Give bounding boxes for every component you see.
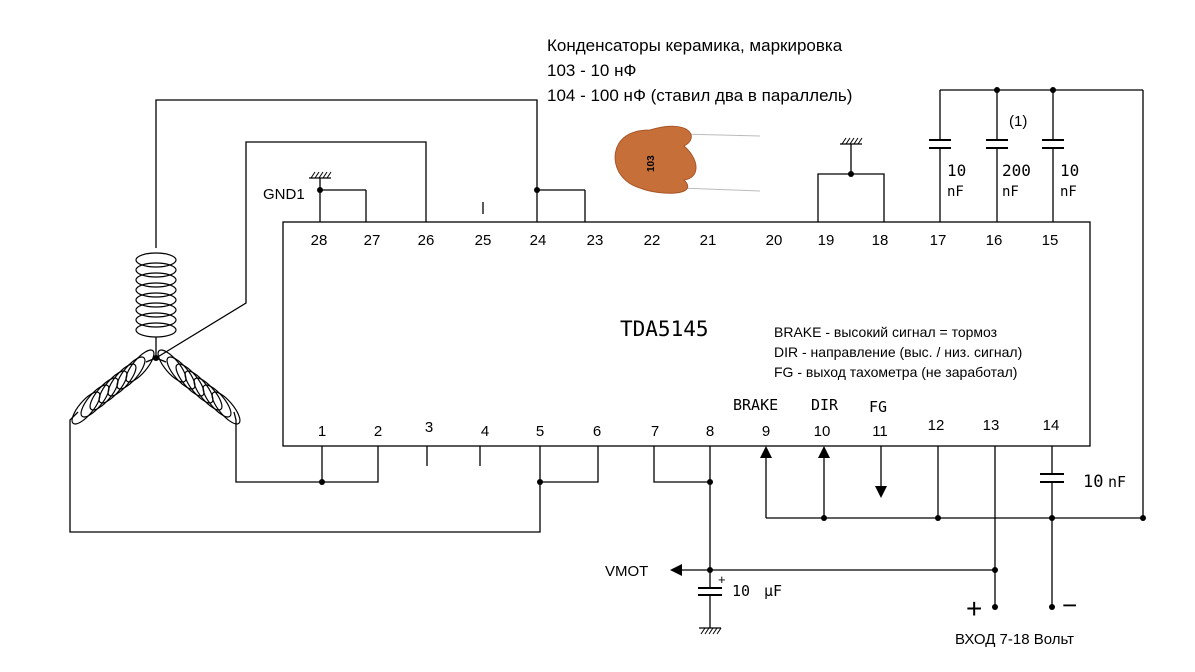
ic-body bbox=[282, 221, 1091, 447]
pin-4: 4 bbox=[481, 423, 489, 440]
cap-16-value: 200 bbox=[1002, 161, 1031, 180]
pin-15: 15 bbox=[1042, 232, 1059, 249]
pin-14: 14 bbox=[1043, 417, 1060, 434]
pin-24: 24 bbox=[530, 232, 547, 249]
pin-11: 11 bbox=[872, 423, 888, 440]
pin-1: 1 bbox=[318, 423, 326, 440]
cap-8-plus: + bbox=[718, 572, 726, 587]
cap-14-unit: nF bbox=[1108, 473, 1126, 491]
pin-8: 8 bbox=[706, 423, 714, 440]
pin-16: 16 bbox=[986, 232, 1003, 249]
pin-20: 20 bbox=[766, 232, 783, 249]
pin-25: 25 bbox=[475, 232, 492, 249]
pin-26: 26 bbox=[418, 232, 435, 249]
pin-6: 6 bbox=[593, 423, 601, 440]
dir-note: DIR - направление (выс. / низ. сигнал) bbox=[774, 344, 1022, 360]
input-label: ВХОД 7-18 Вольт bbox=[955, 631, 1074, 648]
cap-16-unit: nF bbox=[1002, 184, 1019, 200]
cap-8-unit: µF bbox=[764, 582, 782, 600]
capacitor-notes: Конденсаторы керамика, маркировка 103 - … bbox=[547, 36, 852, 105]
gnd-label: GND1 bbox=[263, 186, 305, 203]
motor-coils bbox=[69, 252, 541, 533]
capacitor-line-1: 103 - 10 нФ bbox=[547, 61, 636, 80]
note-1: (1) bbox=[1009, 113, 1027, 130]
input-minus: − bbox=[1062, 590, 1077, 620]
ceramic-capacitor-picture: 103 bbox=[614, 125, 761, 194]
fg-label: FG bbox=[869, 398, 887, 416]
pin-22: 22 bbox=[644, 232, 661, 249]
cap-8-value: 10 bbox=[732, 582, 750, 600]
cap-14-value: 10 bbox=[1083, 472, 1103, 492]
pin-21: 21 bbox=[700, 232, 717, 249]
fg-note: FG - выход тахометра (не заработал) bbox=[774, 364, 1017, 380]
ic-name: TDA5145 bbox=[620, 317, 709, 341]
pin-9: 9 bbox=[762, 423, 770, 440]
ic-notes: BRAKE - высокий сигнал = тормоз DIR - на… bbox=[774, 324, 1022, 380]
input-plus: + bbox=[966, 593, 982, 624]
pin-17: 17 bbox=[930, 232, 947, 249]
pin-2: 2 bbox=[374, 423, 382, 440]
cap-15-value: 10 bbox=[1060, 161, 1079, 180]
capacitor-marking: 103 bbox=[646, 155, 657, 172]
vmot-label: VMOT bbox=[605, 563, 648, 580]
pin-19: 19 bbox=[818, 232, 835, 249]
pin-10: 10 bbox=[814, 423, 831, 440]
pin-28: 28 bbox=[311, 232, 328, 249]
brake-label: BRAKE bbox=[733, 396, 778, 414]
cap-17-value: 10 bbox=[947, 161, 966, 180]
pin-7: 7 bbox=[651, 423, 659, 440]
cap-15-unit: nF bbox=[1060, 184, 1077, 200]
pin-27: 27 bbox=[364, 232, 381, 249]
capacitor-title: Конденсаторы керамика, маркировка bbox=[547, 36, 843, 55]
capacitor-line-2: 104 - 100 нФ (ставил два в параллель) bbox=[547, 86, 852, 105]
cap-17-unit: nF bbox=[947, 184, 964, 200]
brake-note: BRAKE - высокий сигнал = тормоз bbox=[774, 324, 997, 340]
pin-3: 3 bbox=[425, 419, 433, 436]
pin-5: 5 bbox=[536, 423, 544, 440]
dir-label: DIR bbox=[811, 396, 839, 414]
top-pin-numbers: 28 27 26 25 24 23 22 21 20 19 18 17 16 1… bbox=[311, 232, 1059, 249]
bottom-pin-numbers: 1 2 3 4 5 6 7 8 9 10 11 12 13 14 bbox=[318, 417, 1060, 440]
pin-18: 18 bbox=[872, 232, 889, 249]
pin-13: 13 bbox=[983, 417, 1000, 434]
pin-12: 12 bbox=[928, 417, 945, 434]
pin-23: 23 bbox=[587, 232, 604, 249]
